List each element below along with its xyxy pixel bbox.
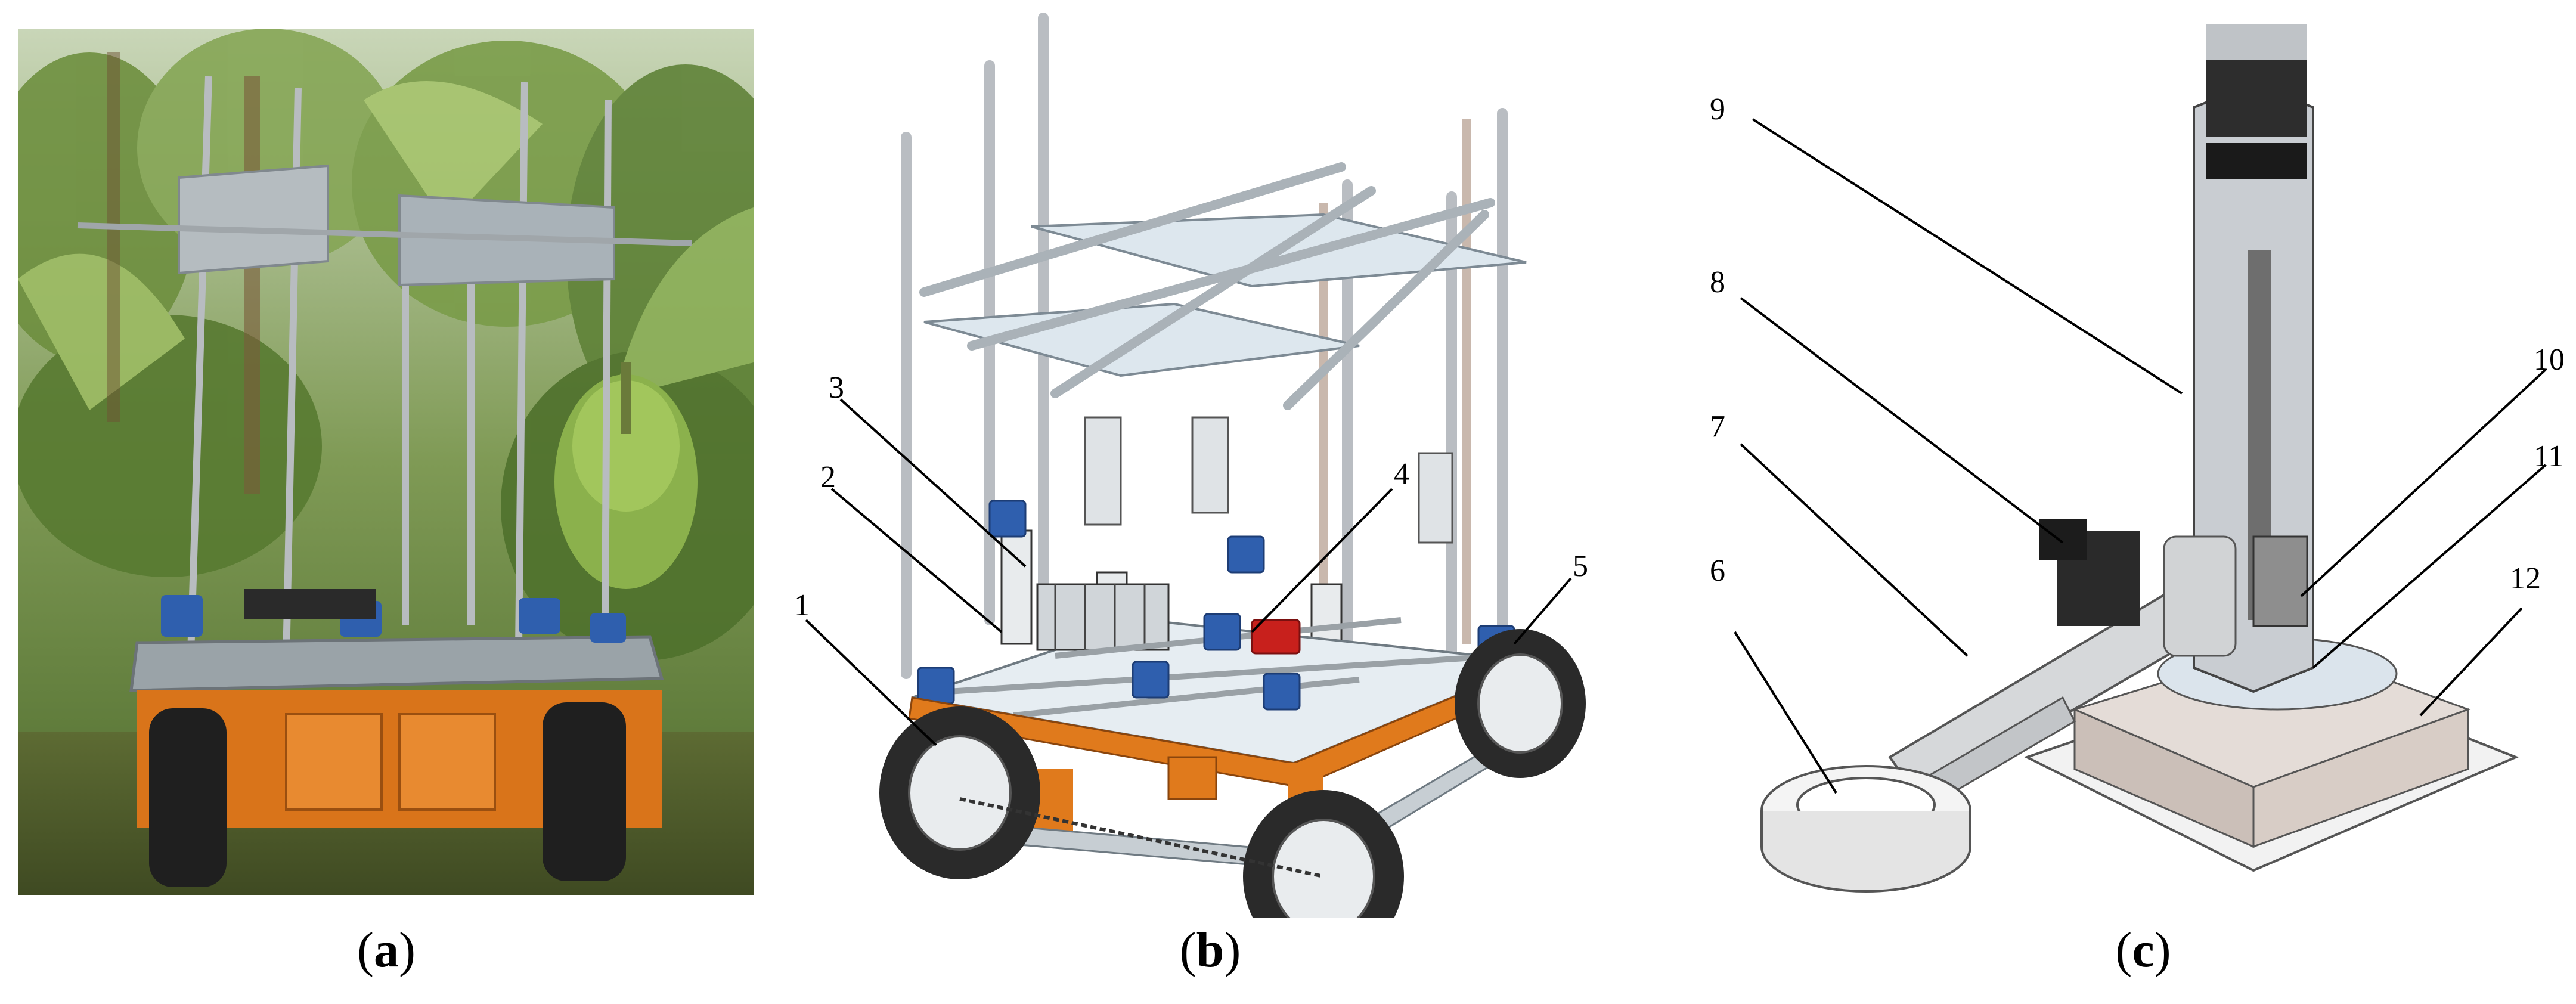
panel-c-caption: (c) (2115, 922, 2171, 978)
panel-c-leader-lines (1734, 118, 2547, 794)
callout-b-1: 1 (794, 588, 810, 622)
callout-c-8: 8 (1710, 265, 1725, 299)
callout-c-11: 11 (2534, 439, 2564, 473)
panel-c-arm-cad (1734, 24, 2547, 893)
callout-c-12: 12 (2510, 562, 2541, 596)
panel-b-caption: (b) (1179, 922, 1241, 978)
callout-b-4: 4 (1394, 457, 1409, 491)
callout-c-6: 6 (1710, 554, 1725, 588)
panel-a-photo (18, 29, 754, 895)
panel-b-leader-lines (805, 398, 1572, 746)
callout-b-3: 3 (829, 371, 844, 405)
callout-c-9: 9 (1710, 92, 1725, 126)
callout-b-2: 2 (820, 460, 836, 494)
panel-b-chassis-cad (805, 13, 1586, 918)
panel-a-caption: (a) (357, 922, 416, 978)
robot-photo-illustration (18, 29, 754, 895)
callout-c-10: 10 (2534, 343, 2565, 377)
callout-b-5: 5 (1573, 549, 1588, 583)
callout-c-7: 7 (1710, 410, 1725, 444)
